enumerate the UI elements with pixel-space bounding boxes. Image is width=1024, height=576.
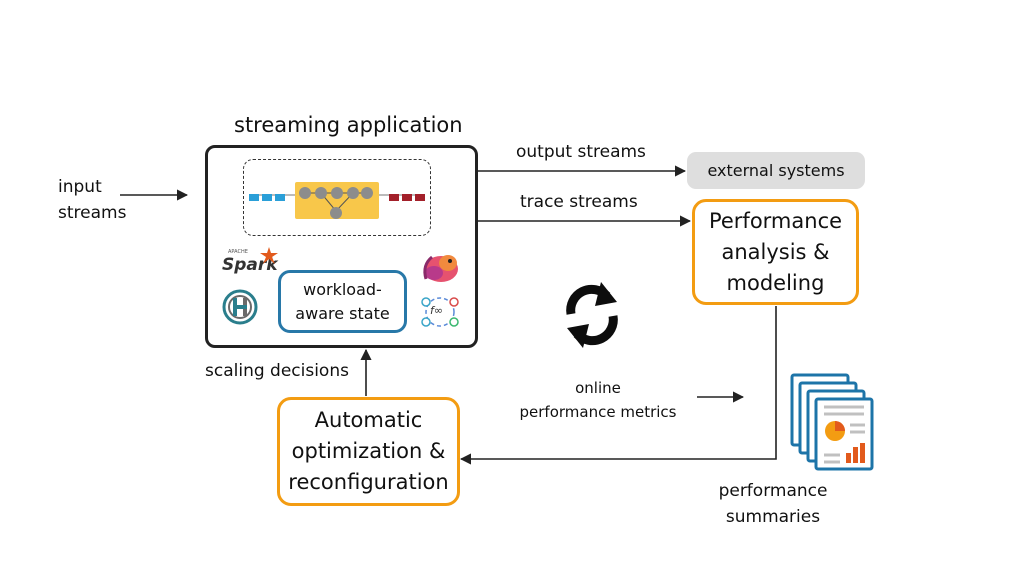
- output-queue-item: [415, 194, 425, 201]
- heron-logo: [222, 289, 258, 325]
- operator-node: [299, 187, 311, 199]
- input-queue-item: [249, 194, 259, 201]
- performance-analysis-box: Performance analysis & modeling: [692, 199, 859, 305]
- input-streams-label: input streams: [58, 177, 127, 223]
- output-streams-label: output streams: [516, 142, 646, 162]
- app-title: streaming application: [234, 113, 463, 137]
- operator-node: [315, 187, 327, 199]
- output-queue-item: [389, 194, 399, 201]
- operator-node: [361, 187, 373, 199]
- operator-node: [347, 187, 359, 199]
- flink-logo: [420, 249, 462, 285]
- flink-squirrel-icon: [423, 255, 458, 282]
- online-metrics-label: online performance metrics: [519, 379, 677, 421]
- spark-logo: APACHE Spark: [222, 247, 278, 275]
- operator-node: [331, 187, 343, 199]
- report-stack-icon: [790, 373, 874, 471]
- scaling-decisions-label: scaling decisions: [205, 361, 349, 381]
- refresh-cycle-icon: [566, 282, 618, 348]
- input-queue-item: [262, 194, 272, 201]
- dataflow-graph: [249, 182, 425, 219]
- performance-summaries-label: performance summaries: [718, 481, 828, 527]
- external-systems-box: external systems: [687, 152, 865, 189]
- spark-star-icon: [260, 247, 278, 264]
- timely-logo: f∞: [418, 294, 462, 330]
- input-queue-item: [275, 194, 285, 201]
- trace-streams-label: trace streams: [520, 192, 638, 212]
- heron-icon: [222, 289, 258, 325]
- summary-feedback-arrow: [459, 306, 777, 465]
- workload-aware-state-box: workload- aware state: [278, 270, 407, 333]
- operator-node: [330, 207, 342, 219]
- dataflow-graph-region: [243, 159, 431, 236]
- output-queue-item: [402, 194, 412, 201]
- timely-cycle-icon: [421, 297, 459, 327]
- optimization-box: Automatic optimization & reconfiguration: [277, 397, 460, 506]
